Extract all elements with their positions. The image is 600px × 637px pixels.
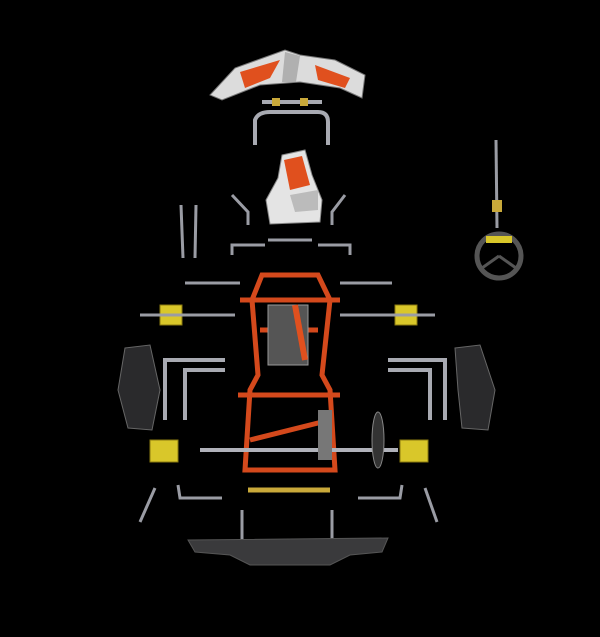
upper-rods [179, 193, 392, 285]
rear-axle [200, 410, 398, 469]
front-bumper [253, 98, 330, 145]
hub-rear-left [149, 439, 179, 463]
steering-wheel-icon [474, 231, 524, 281]
front-fairing [209, 49, 366, 101]
chassis-frame [238, 272, 340, 473]
side-pods [117, 344, 496, 431]
side-bars [163, 358, 447, 420]
front-panel [265, 149, 323, 225]
lower-rods [138, 484, 439, 540]
rear-bumper [187, 537, 389, 566]
steering-assembly [474, 139, 524, 281]
hub-rear-right [399, 439, 429, 463]
